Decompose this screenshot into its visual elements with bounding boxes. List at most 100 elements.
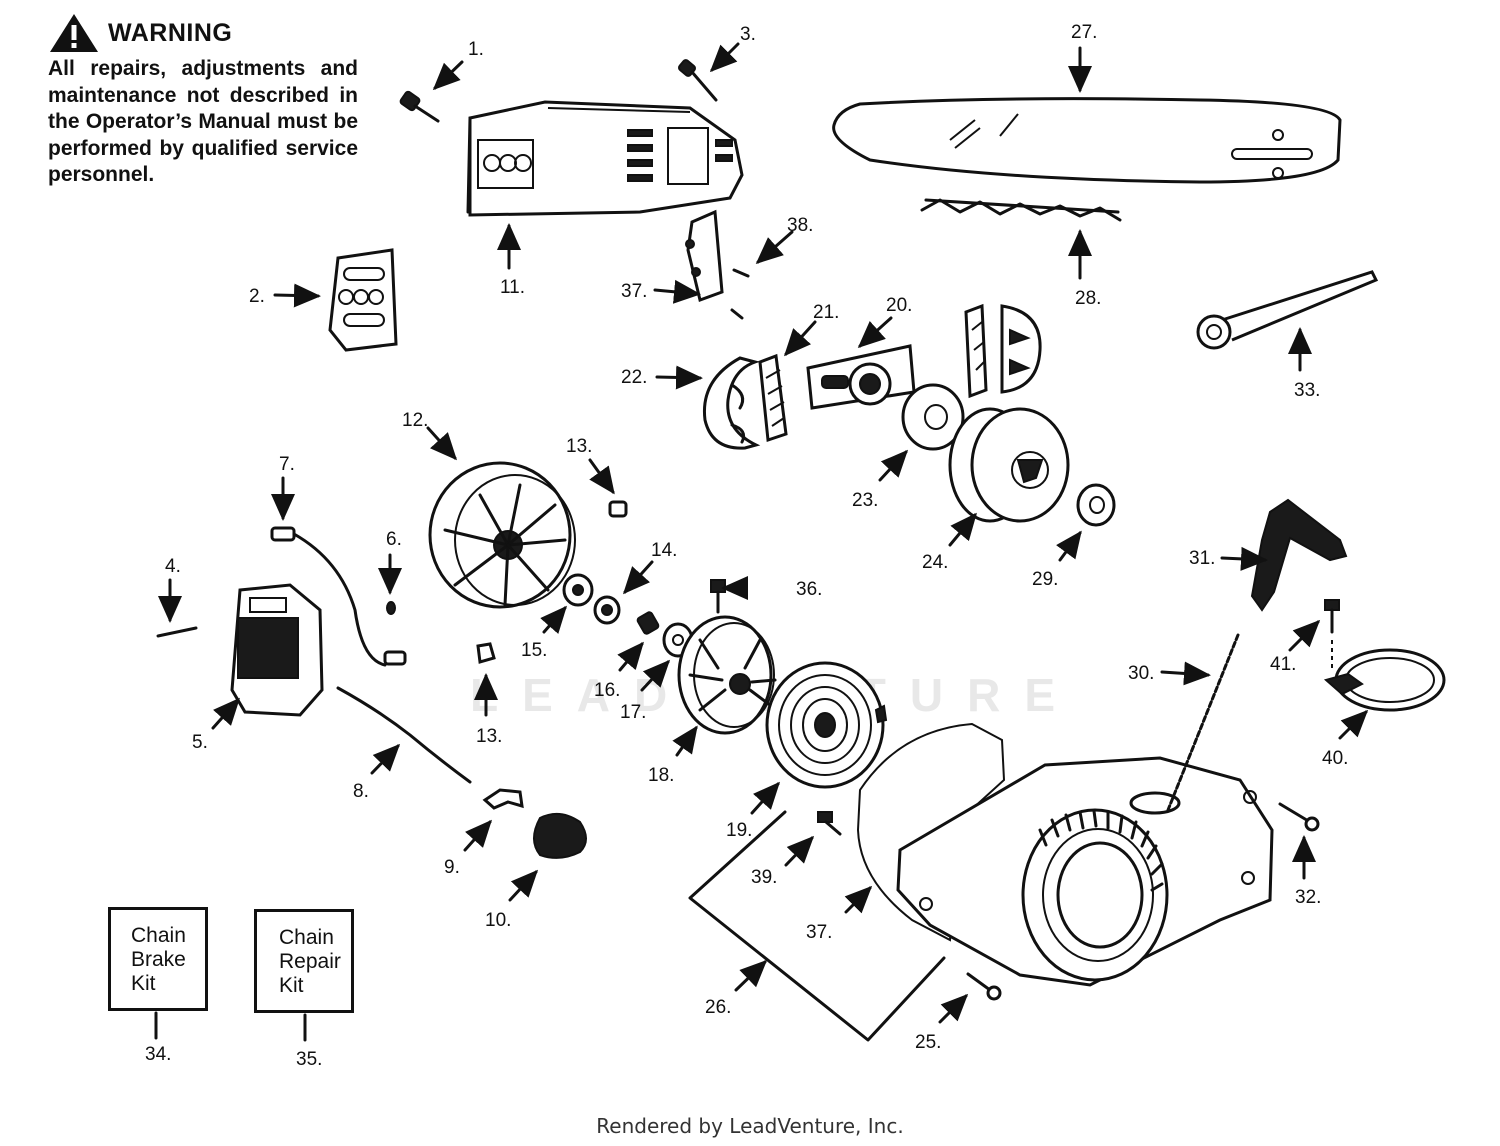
callout-37b: 37. <box>806 922 832 943</box>
kit-line: Kit <box>279 974 304 997</box>
callout-3: 3. <box>740 24 756 45</box>
callout-2: 2. <box>249 286 265 307</box>
callout-31: 31. <box>1189 548 1215 569</box>
part-5-ignition-module <box>230 583 324 717</box>
callout-9: 9. <box>444 857 460 878</box>
part-30-rope <box>1166 633 1240 812</box>
kit-line: Chain <box>131 924 186 947</box>
callout-41: 41. <box>1270 654 1296 675</box>
part-25-screw <box>966 972 1002 1001</box>
callout-15: 15. <box>521 640 547 661</box>
part-26-starter-housing <box>896 756 1274 987</box>
kit-line: Brake <box>131 948 186 971</box>
part-33-wrench <box>1196 270 1379 350</box>
part-28-saw-chain <box>920 198 1122 222</box>
kit-line: Kit <box>131 972 156 995</box>
callout-20: 20. <box>886 295 912 316</box>
callout-40: 40. <box>1322 748 1348 769</box>
kit-line: Chain <box>279 926 334 949</box>
callout-23: 23. <box>852 490 878 511</box>
callout-26: 26. <box>705 997 731 1018</box>
callout-37a: 37. <box>621 281 647 302</box>
part-1-screw <box>399 90 440 123</box>
callout-24: 24. <box>922 552 948 573</box>
footer-credit: Rendered by LeadVenture, Inc. <box>596 1114 904 1138</box>
part-4-screw <box>156 626 198 638</box>
part-41-bolt <box>1324 599 1340 668</box>
part-40-ring <box>1323 648 1446 712</box>
part-37-gasket <box>856 722 1006 942</box>
callout-5: 5. <box>192 732 208 753</box>
callout-36: 36. <box>796 579 822 600</box>
callout-39: 39. <box>751 867 777 888</box>
part-12-flywheel <box>428 461 576 609</box>
callout-21: 21. <box>813 302 839 323</box>
part-32-screw <box>1278 802 1320 832</box>
callout-12: 12. <box>402 410 428 431</box>
part-24-clutch-drum <box>948 407 1070 523</box>
callout-18: 18. <box>648 765 674 786</box>
callout-22: 22. <box>621 367 647 388</box>
part-19-recoil-spring <box>765 661 888 789</box>
warning-title: WARNING <box>108 18 233 47</box>
callout-38: 38. <box>787 215 813 236</box>
callout-7: 7. <box>279 454 295 475</box>
callout-17: 17. <box>620 702 646 723</box>
callout-1: 1. <box>468 39 484 60</box>
part-39-screw <box>817 811 842 836</box>
part-29-washer <box>1076 483 1116 527</box>
callout-14: 14. <box>651 540 677 561</box>
part-36-bolt <box>710 579 726 614</box>
callout-29: 29. <box>1032 569 1058 590</box>
part-22-brake-band <box>702 356 761 450</box>
part-14-nut <box>593 595 621 625</box>
part-13-clip <box>476 642 496 664</box>
part-20-clutch-plates <box>964 303 1042 399</box>
part-23-washer <box>901 383 965 451</box>
leader-arrows <box>158 42 1369 1024</box>
part-26-bracket <box>688 810 946 1042</box>
callout-11: 11. <box>500 277 525 298</box>
callout-16: 16. <box>594 680 620 701</box>
part-13-clip <box>608 500 628 518</box>
callout-6: 6. <box>386 529 402 550</box>
callout-27: 27. <box>1071 22 1097 43</box>
part-37-plate <box>685 209 724 302</box>
part-31-handle <box>1250 498 1348 612</box>
callout-32: 32. <box>1295 887 1321 908</box>
warning-triangle-icon <box>50 14 98 52</box>
chain-repair-kit-box: Chain Repair Kit <box>254 909 354 1013</box>
part-37-screw <box>730 308 744 320</box>
part-9-clip <box>482 788 524 810</box>
part-10-boot <box>533 812 587 859</box>
part-18-pulley <box>677 615 777 735</box>
callout-4: 4. <box>165 556 181 577</box>
callout-30: 30. <box>1128 663 1154 684</box>
callout-33: 33. <box>1294 380 1320 401</box>
warning-block: WARNING All repairs, adjustments and mai… <box>48 12 358 189</box>
part-16-nut <box>636 611 660 635</box>
part-21-spring <box>758 353 788 443</box>
callout-34: 34. <box>145 1044 171 1065</box>
part-20-clutch-shoe <box>806 344 916 410</box>
part-8-hose <box>336 686 472 784</box>
chain-brake-kit-box: Chain Brake Kit <box>108 907 208 1011</box>
part-6-pin <box>386 601 396 615</box>
callout-labels: 1. 2. 3. 4. 5. 6. 7. 8. 9. 10. 11. 12. 1… <box>145 22 1348 1070</box>
warning-header: WARNING <box>48 12 358 54</box>
part-15-washer <box>562 573 594 607</box>
callout-8: 8. <box>353 781 369 802</box>
callout-25: 25. <box>915 1032 941 1053</box>
part-11-cover <box>466 100 744 217</box>
callout-13a: 13. <box>566 436 592 457</box>
callout-28: 28. <box>1075 288 1101 309</box>
callout-35: 35. <box>296 1049 322 1070</box>
callout-19: 19. <box>726 820 752 841</box>
part-2-plate <box>328 248 398 352</box>
part-38-screw <box>732 268 750 278</box>
part-7-wire <box>270 526 407 667</box>
part-27-guide-bar <box>832 97 1342 184</box>
warning-text: All repairs, adjustments and maintenance… <box>48 57 358 186</box>
